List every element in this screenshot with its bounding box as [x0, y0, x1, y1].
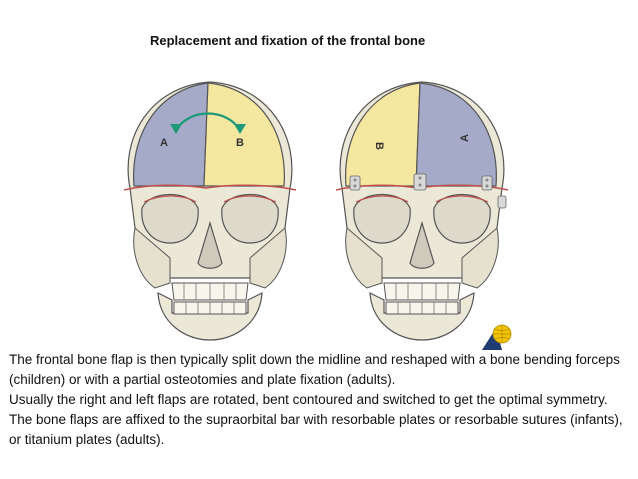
nasal-cavity: [409, 220, 435, 269]
caption-line-1: The frontal bone flap is then typically …: [9, 352, 620, 387]
orbit-right: [433, 194, 491, 244]
orbit-right: [221, 194, 279, 244]
publisher-logo-icon: [482, 324, 512, 350]
flap-b-label: B: [373, 142, 385, 150]
flap-a: [415, 82, 497, 187]
flap-b: [344, 82, 421, 187]
fixation-plates: [349, 173, 507, 209]
mandible: [157, 291, 263, 341]
flap-a-label: A: [160, 137, 168, 149]
page-title: Replacement and fixation of the frontal …: [150, 33, 426, 48]
orbit-left: [353, 194, 411, 244]
caption-line-3: The bone flaps are affixed to the suprao…: [9, 412, 623, 447]
caption: The frontal bone flap is then typically …: [9, 350, 634, 450]
flap-a-label: A: [459, 134, 471, 142]
skull-diagram-after: B A: [335, 81, 509, 341]
caption-line-2: Usually the right and left flaps are rot…: [9, 392, 608, 407]
skull-diagram-before: A B: [123, 81, 297, 341]
flap-a: [132, 82, 209, 187]
orbit-left: [141, 194, 199, 244]
flap-b: [203, 82, 285, 187]
mandible: [369, 291, 475, 341]
flap-b-label: B: [236, 137, 244, 149]
nasal-cavity: [197, 220, 223, 269]
